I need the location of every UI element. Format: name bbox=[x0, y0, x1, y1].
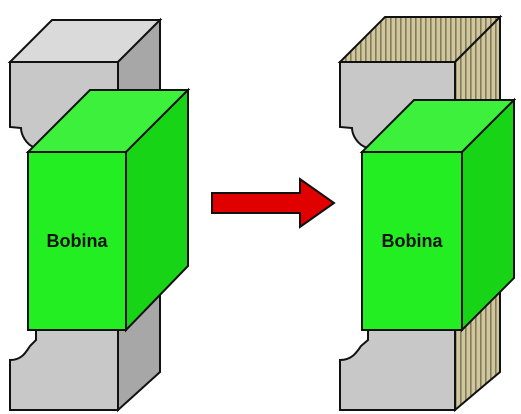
right-assembly: Bobina bbox=[337, 14, 517, 413]
left-coil: Bobina bbox=[25, 87, 191, 333]
right-coil: Bobina bbox=[359, 97, 517, 333]
left-coil-label: Bobina bbox=[47, 231, 109, 251]
right-arrow-icon bbox=[211, 177, 336, 229]
left-assembly: Bobina bbox=[7, 17, 191, 413]
right-coil-label: Bobina bbox=[382, 231, 444, 251]
